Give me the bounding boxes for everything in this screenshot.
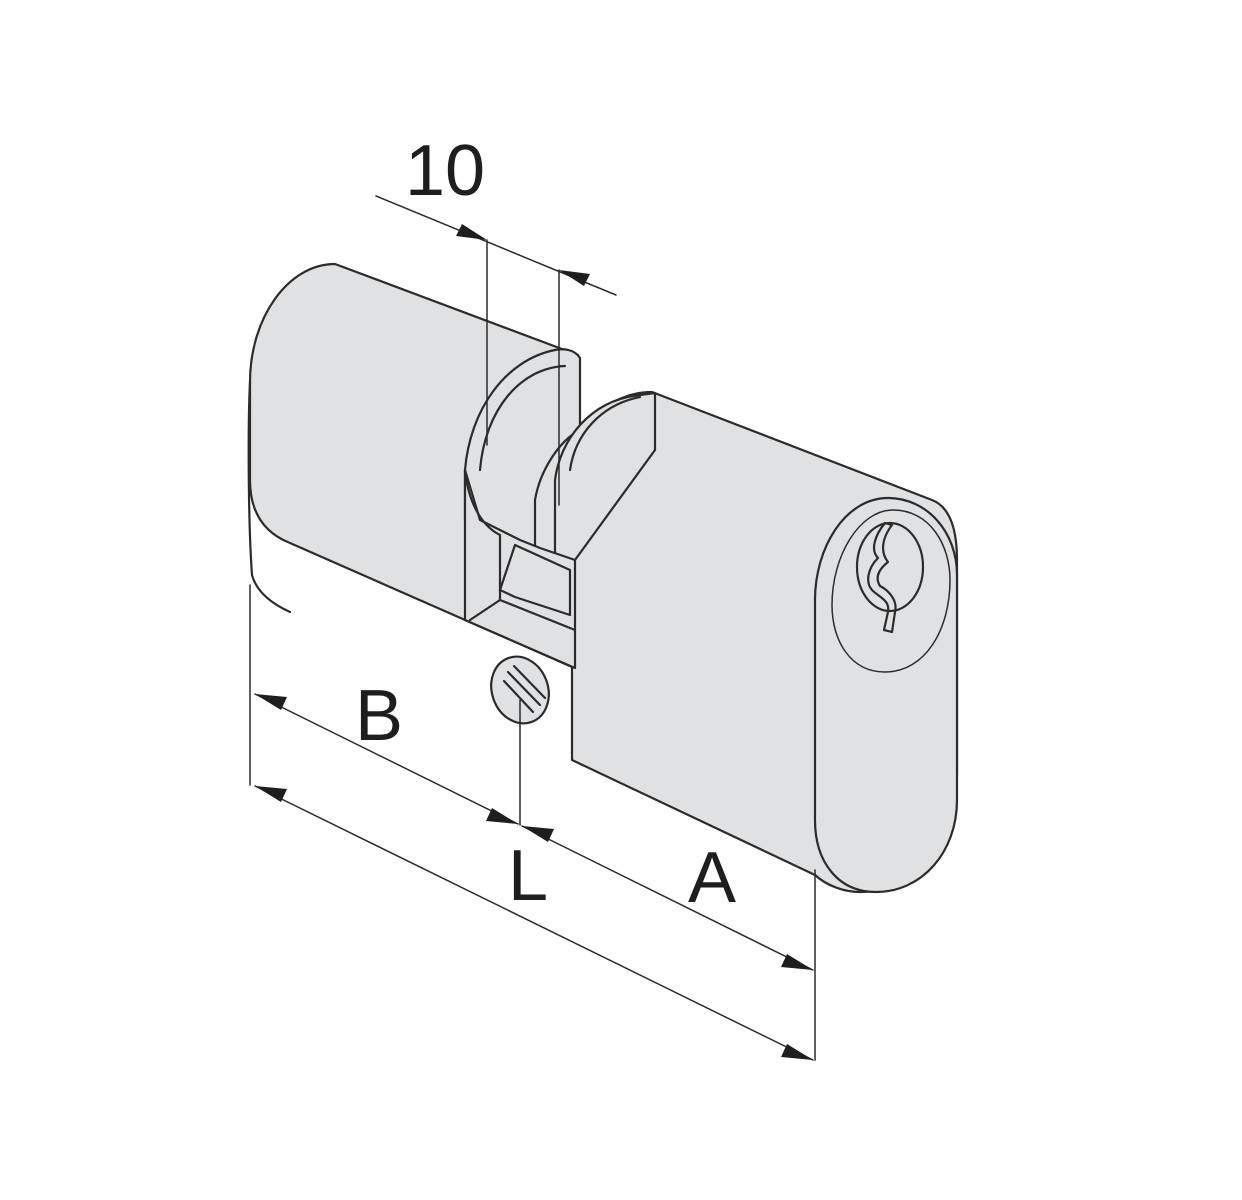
dim-l-line [254, 785, 814, 1061]
cylinder-b-edge [247, 380, 292, 614]
cam-ring-front [553, 391, 657, 562]
fixing-screw-hole [490, 655, 550, 725]
dim-10-arrow-right [559, 270, 590, 286]
dim-10-label: 10 [405, 131, 485, 211]
dim-b-line [254, 693, 519, 825]
dim-a-line [521, 825, 814, 971]
dimension-a: A [521, 825, 814, 971]
dim-l-arrow-right [781, 1044, 813, 1060]
dim-b-arrow-right [486, 808, 518, 824]
dim-a-label: A [688, 838, 736, 918]
keyway [855, 521, 925, 634]
front-face-oval [813, 496, 959, 894]
cam-lever [498, 543, 572, 617]
dim-l-label: L [508, 836, 548, 916]
cam-ring-arc-1 [478, 364, 567, 472]
cam-slot-inner [463, 468, 577, 632]
keyway-plug [855, 521, 925, 613]
dim-a-arrow-left [522, 826, 554, 842]
dim-b-arrow-left [255, 694, 287, 710]
screw-hole-thread [502, 664, 547, 714]
dimension-10: 10 [375, 131, 617, 506]
keyway-profile-icon [867, 521, 897, 634]
dim-l-arrow-left [255, 786, 287, 802]
cam-slot-floor [468, 598, 502, 622]
dimension-l: L [254, 785, 814, 1061]
dim-b-label: B [355, 676, 403, 756]
front-face-rim [831, 509, 951, 673]
screw-hole-outer [490, 655, 550, 725]
cylinder-half-a [570, 390, 959, 894]
dim-10-arrow-left [456, 224, 487, 240]
dimension-b: B [254, 676, 519, 825]
dim-a-arrow-right [781, 954, 813, 970]
cam-ring-arc-2 [568, 395, 642, 472]
